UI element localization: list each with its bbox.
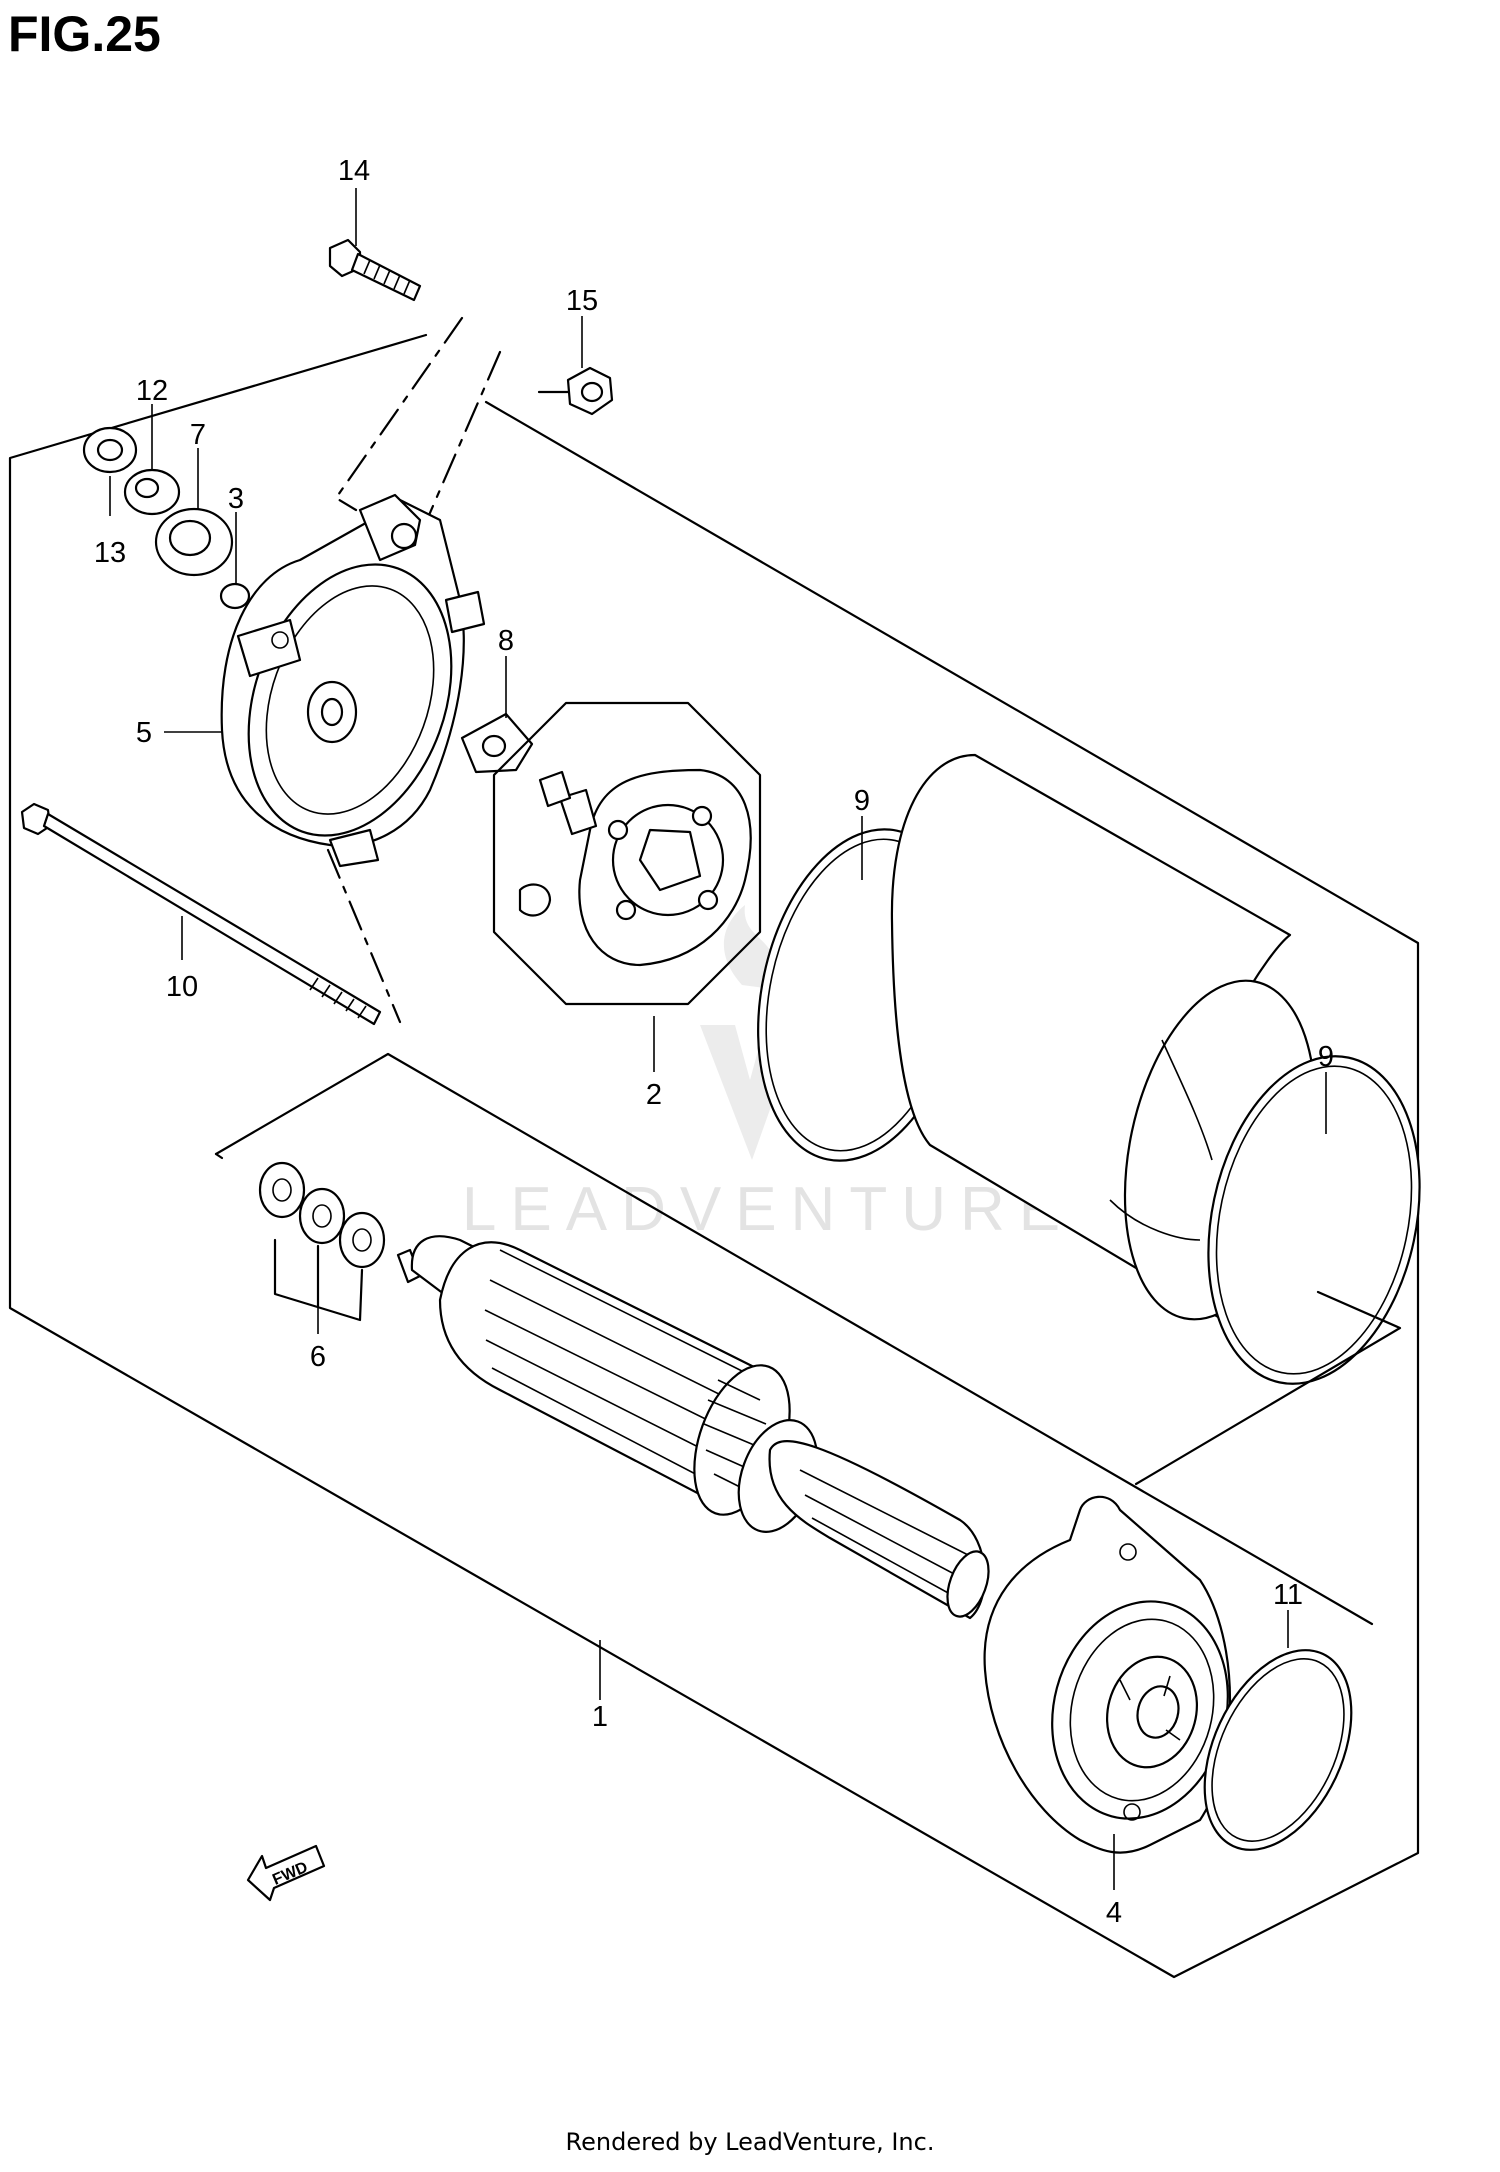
washers-6	[258, 1161, 386, 1269]
assembly-outline	[8, 333, 1420, 1979]
o-ring-3	[219, 582, 251, 610]
leader-lines	[109, 188, 1327, 1890]
callout-4: 4	[1106, 1897, 1122, 1929]
footer-credit: Rendered by LeadVenture, Inc.	[565, 2128, 935, 2156]
through-bolt-10	[20, 802, 382, 1026]
callout-9-right: 9	[1318, 1041, 1334, 1073]
callout-12: 12	[136, 375, 168, 407]
seal-7	[154, 507, 234, 577]
callout-5: 5	[136, 717, 152, 749]
brush-holder-frame	[492, 701, 762, 1006]
callout-13: 13	[94, 537, 126, 569]
callout-7: 7	[190, 419, 206, 451]
figure-title: FIG.25	[8, 6, 161, 62]
armature-frame-corner	[214, 1152, 224, 1160]
plate-8	[460, 712, 534, 774]
leader-guides	[326, 316, 502, 1024]
yoke-housing	[890, 753, 1317, 1332]
nut-13	[82, 426, 138, 474]
callouts: 14 15 12 7 3 13 8 5 9 10 2 9 6 1 11 4	[94, 155, 1334, 1929]
callout-2: 2	[646, 1079, 662, 1111]
callout-14: 14	[338, 155, 370, 187]
washer-12	[123, 468, 181, 516]
callout-3: 3	[228, 483, 244, 515]
nut-15	[566, 366, 614, 416]
callout-8: 8	[498, 625, 514, 657]
callout-1: 1	[592, 1701, 608, 1733]
watermark-text: LEADVENTURE	[462, 1175, 1074, 1244]
callout-6: 6	[310, 1341, 326, 1373]
armature	[396, 1235, 990, 1620]
brush-holder-2	[518, 768, 752, 967]
o-ring-9-right	[1207, 1055, 1421, 1385]
rear-housing-5	[220, 493, 486, 868]
armature-frame-top	[214, 1052, 1374, 1626]
fwd-arrow-icon: FWD	[246, 1844, 326, 1902]
callout-15: 15	[566, 285, 598, 317]
o-ring-11	[1203, 1649, 1353, 1851]
callout-9-left: 9	[854, 785, 870, 817]
callout-11: 11	[1273, 1579, 1303, 1611]
front-housing-4	[983, 1495, 1231, 1854]
callout-10: 10	[166, 971, 198, 1003]
armature-frame-right	[1134, 1290, 1402, 1486]
bolt-14	[328, 238, 422, 302]
